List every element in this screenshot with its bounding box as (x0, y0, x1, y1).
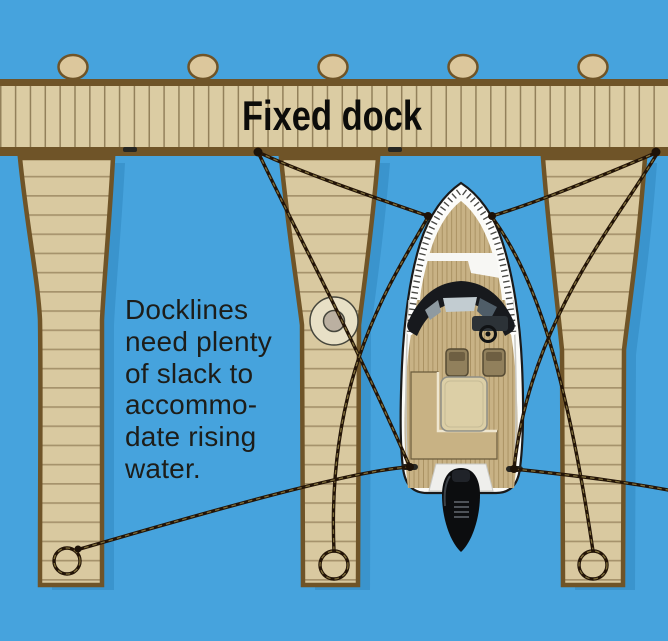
rope-knot (253, 147, 263, 157)
dock-piling-cap (57, 53, 89, 81)
dock-piling-cap (447, 53, 479, 81)
rope-knot (651, 147, 661, 157)
bow-rail-left (406, 188, 463, 336)
bow-rail-right (460, 188, 517, 336)
caption-line: accommo- (125, 389, 257, 420)
bow-step (425, 253, 497, 261)
rope-knot (510, 465, 518, 473)
bow-walkway (468, 261, 500, 278)
rope-knot (424, 212, 432, 220)
caption-line: of slack to (125, 358, 253, 389)
seat-left (445, 348, 469, 377)
bow-deck (420, 201, 502, 300)
dock-cleat (123, 147, 137, 152)
fixed-dock: Fixed dock (0, 79, 668, 156)
dock-cap-pilings (57, 53, 609, 81)
rope-knot (74, 545, 82, 553)
caption-text: Docklines need plenty of slack to accomm… (124, 294, 272, 484)
dock-piling-cap (187, 53, 219, 81)
caption-line: water. (124, 453, 201, 484)
dock-piling-cap (577, 53, 609, 81)
boat (399, 181, 525, 552)
dock-label: Fixed dock (242, 92, 423, 139)
seat-right (482, 348, 506, 377)
caption-line: need plenty (125, 326, 272, 357)
helm-console (472, 316, 508, 343)
steering-wheel (479, 325, 497, 343)
outboard-motor (442, 468, 480, 552)
dock-cleat (388, 147, 402, 152)
caption-line: Docklines (125, 294, 248, 325)
dock-piling-cap (317, 53, 349, 81)
rope-knot (406, 463, 414, 471)
cockpit-table (440, 376, 488, 432)
docklines (52, 147, 668, 581)
rope-knot (488, 212, 496, 220)
caption-line: date rising (125, 421, 256, 452)
